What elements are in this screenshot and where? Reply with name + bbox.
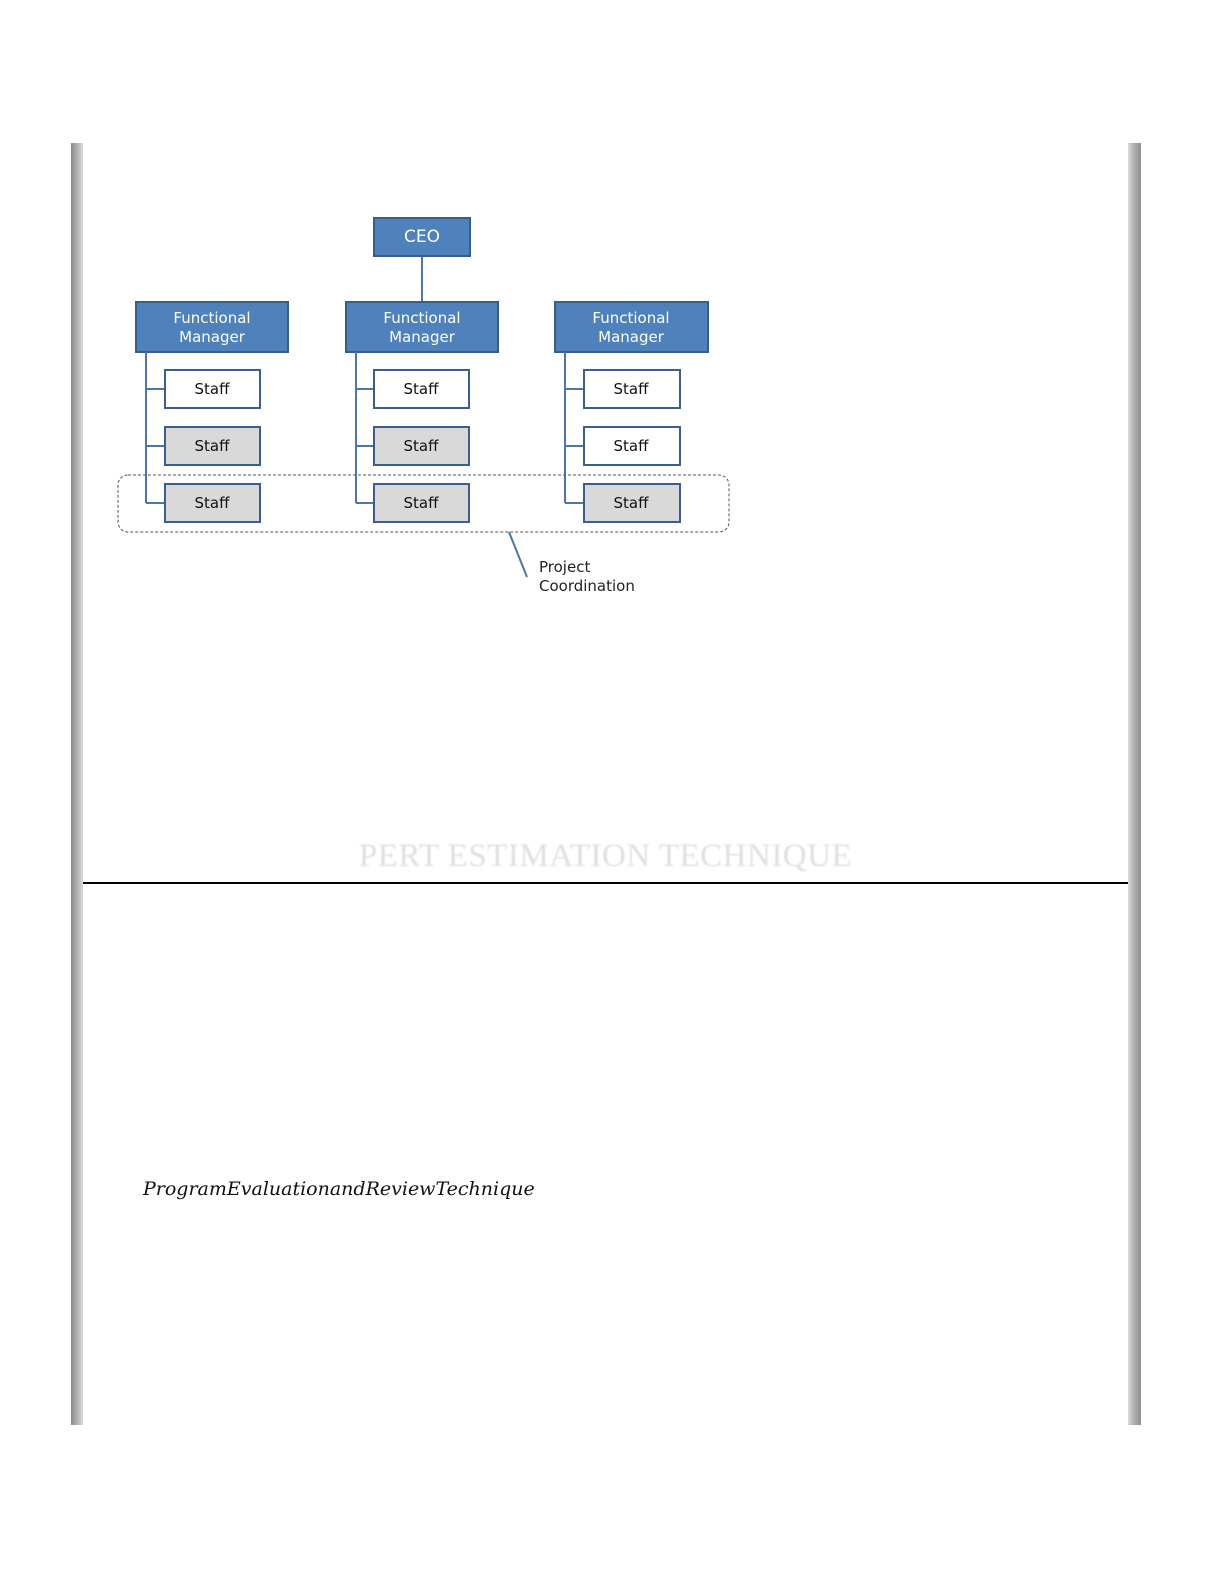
staff-label: Staff — [404, 437, 440, 455]
staff-box — [583, 369, 681, 409]
staff-label: Staff — [614, 494, 650, 512]
staff-label: Staff — [614, 437, 650, 455]
manager-1-line2: Manager — [179, 328, 246, 346]
horizontal-rule — [83, 882, 1128, 884]
column-1: Functional Manager Staff Staff Staff — [135, 301, 289, 523]
staff-label: Staff — [195, 437, 231, 455]
page-border-left — [71, 143, 83, 1425]
ceo-box — [373, 217, 471, 257]
column-3: Functional Manager Staff Staff Staff — [554, 301, 709, 523]
body-italic-text: ProgramEvaluationandReviewTechnique — [143, 1178, 535, 1200]
functional-manager-box-3 — [554, 301, 709, 353]
staff-box — [583, 426, 681, 466]
manager-1-line1: Functional — [173, 309, 250, 327]
staff-label: Staff — [404, 494, 440, 512]
staff-box-highlighted — [373, 483, 470, 523]
staff-box — [164, 369, 261, 409]
functional-manager-box-2 — [345, 301, 499, 353]
callout-line1: Project — [539, 558, 590, 576]
ceo-label: CEO — [404, 227, 440, 247]
staff-label: Staff — [404, 380, 440, 398]
manager-3-line2: Manager — [598, 328, 665, 346]
project-coordination-group — [117, 474, 730, 533]
staff-box-highlighted — [583, 483, 681, 523]
staff-label: Staff — [614, 380, 650, 398]
manager-3-line1: Functional — [592, 309, 669, 327]
callout-line2: Coordination — [539, 577, 635, 595]
staff-label: Staff — [195, 380, 231, 398]
manager-2-line2: Manager — [389, 328, 456, 346]
manager-2-line1: Functional — [383, 309, 460, 327]
staff-box-highlighted — [373, 426, 470, 466]
staff-box-highlighted — [164, 483, 261, 523]
staff-box — [373, 369, 470, 409]
callout-pointer — [508, 531, 528, 578]
column-2: Functional Manager Staff Staff Staff — [345, 301, 499, 523]
section-title: PERT ESTIMATION TECHNIQUE — [358, 838, 853, 874]
org-chart-diagram: CEO Functional Manager Staff Staff Staff… — [117, 217, 730, 595]
staff-label: Staff — [195, 494, 231, 512]
staff-box-highlighted — [164, 426, 261, 466]
functional-manager-box-1 — [135, 301, 289, 353]
page-border-right — [1128, 143, 1141, 1425]
